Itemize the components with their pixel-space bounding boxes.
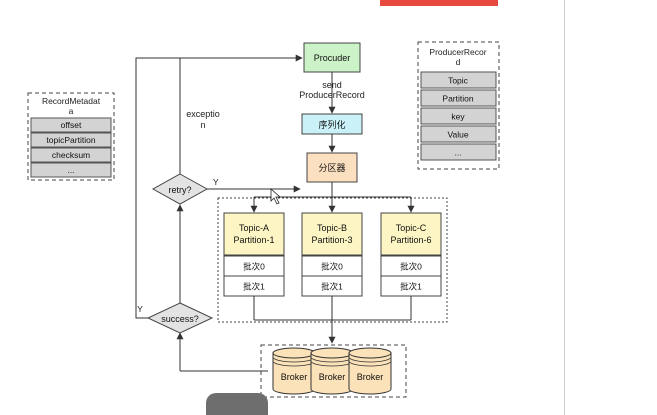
producer-record-field (420, 107, 497, 125)
producer-record-title-1: ProducerRecor (429, 47, 486, 57)
mouse-cursor-icon (270, 188, 282, 205)
producer-record-field (420, 89, 497, 107)
broker-label: Broker (281, 372, 308, 382)
partition-topic-label: Topic-B (317, 223, 347, 233)
producer-record-field (420, 125, 497, 143)
serializer-label: 序列化 (318, 119, 345, 130)
producer-record-field-label: Topic (448, 76, 469, 86)
record-metadata-field (30, 147, 112, 163)
partitioner-node: 分区器 (306, 152, 358, 183)
record-metadata-title-2: a (69, 106, 74, 116)
broker-cylinder: Broker (272, 347, 316, 395)
partition-topic-label: Topic-A (239, 223, 269, 233)
record-metadata-field (30, 162, 112, 178)
partition-column: Topic-B Partition-3 批次0 批次1 (301, 212, 363, 297)
bottom-overlay (206, 393, 268, 415)
retry-label: retry? (168, 185, 191, 195)
serializer-node: 序列化 (301, 113, 363, 135)
partition-box (380, 212, 442, 256)
partition-number-label: Partition-3 (311, 235, 352, 245)
producer-label: Procuder (314, 53, 351, 63)
broker-cylinder: Broker (348, 347, 392, 395)
producer-record-field (420, 143, 497, 161)
record-metadata-field-label: topicPartition (46, 135, 95, 145)
send-label-2: ProducerRecord (299, 90, 365, 100)
producer-node: Procuder (303, 42, 361, 73)
partition-topic-label: Topic-C (396, 223, 427, 233)
partition-column: Topic-A Partition-1 批次0 批次1 (223, 212, 285, 297)
success-diamond: success? (146, 302, 214, 334)
partition-number-label: Partition-1 (233, 235, 274, 245)
record-metadata-field-label: ... (67, 165, 74, 175)
partitions-group (217, 197, 448, 323)
producer-record-field-label: key (451, 112, 465, 122)
exception-label-2: n (200, 120, 205, 130)
record-metadata-field (30, 132, 112, 148)
batch-label: 批次0 (243, 262, 265, 272)
partition-box (223, 212, 285, 256)
batch-label: 批次0 (400, 262, 422, 272)
batch-label: 批次0 (321, 262, 343, 272)
producer-record-title-2: d (456, 57, 461, 67)
record-metadata-box: RecordMetadat a offset topicPartition chec… (27, 92, 115, 181)
red-title-fragment (380, 0, 498, 6)
partitioner-label: 分区器 (318, 163, 345, 173)
producer-record-field (420, 71, 497, 89)
send-label-1: send (322, 80, 342, 90)
record-metadata-field-label: offset (61, 120, 82, 130)
partition-number-label: Partition-6 (390, 235, 431, 245)
producer-record-field-label: Value (447, 130, 468, 140)
partition-box (301, 212, 363, 256)
broker-cylinder: Broker (310, 347, 354, 395)
retry-yes-label: Y (213, 177, 219, 187)
partition-column: Topic-C Partition-6 批次0 批次1 (380, 212, 442, 297)
right-divider (564, 0, 565, 415)
producer-record-field-label: Partition (442, 94, 473, 104)
record-metadata-title-1: RecordMetadat (42, 96, 101, 106)
retry-diamond: retry? (151, 173, 209, 205)
batch-label: 批次1 (400, 282, 422, 292)
success-yes-label: Y (137, 304, 143, 314)
broker-label: Broker (319, 372, 346, 382)
record-metadata-field (30, 117, 112, 133)
batch-label: 批次1 (321, 282, 343, 292)
broker-label: Broker (357, 372, 384, 382)
success-label: success? (161, 314, 199, 324)
batch-label: 批次1 (243, 282, 265, 292)
record-metadata-field-label: checksum (52, 150, 90, 160)
exception-label-1: exceptio (186, 109, 220, 119)
producer-record-field-label: ... (454, 148, 461, 158)
